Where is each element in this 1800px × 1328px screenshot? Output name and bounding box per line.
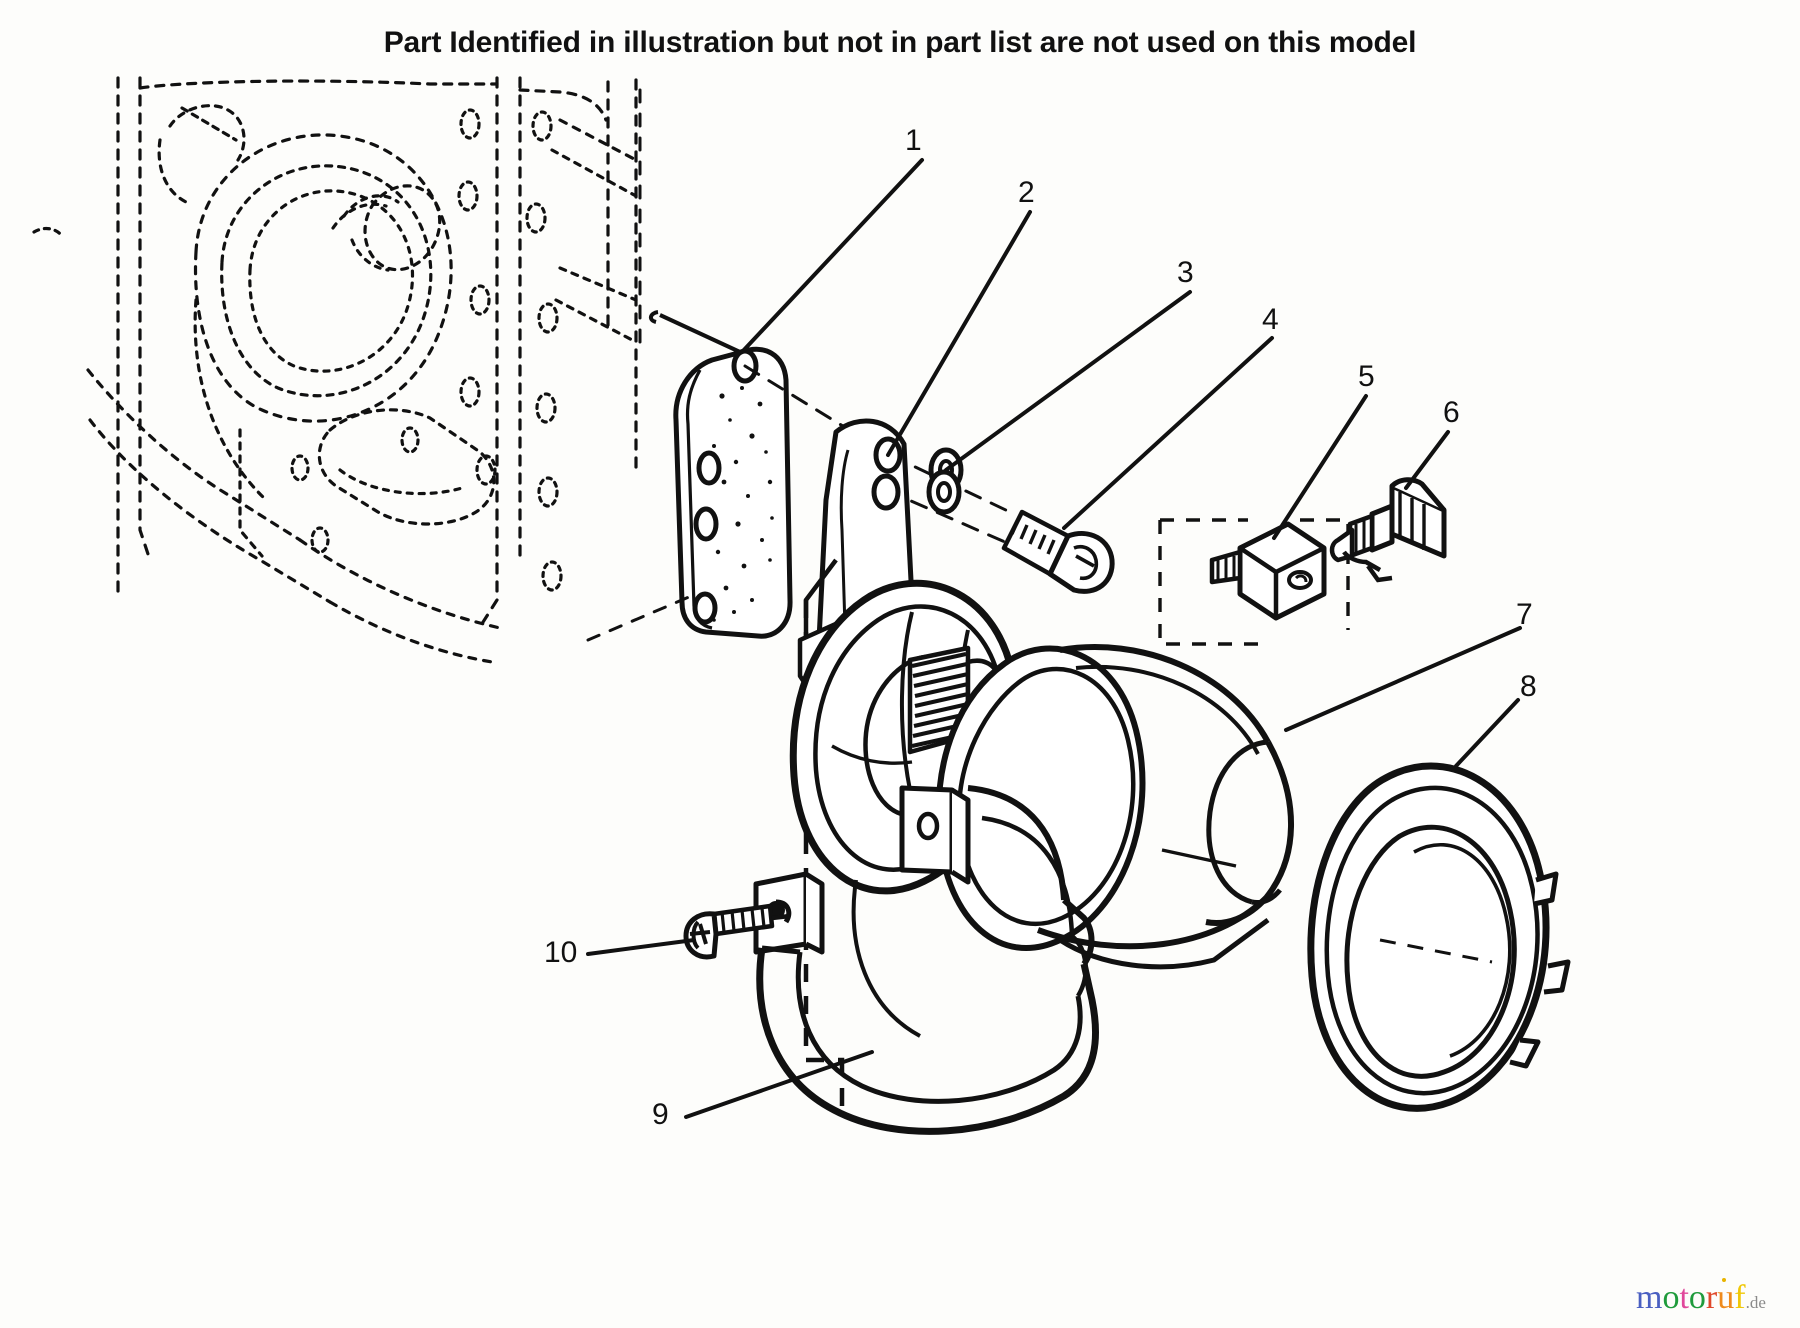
leader-5 — [1272, 394, 1368, 540]
leader-7 — [1284, 626, 1522, 732]
part-end-cap-ring — [1307, 762, 1571, 1112]
callout-label-3: 3 — [1177, 256, 1194, 289]
callout-label-4: 4 — [1262, 303, 1279, 336]
part-terminal-block — [1158, 518, 1350, 646]
callout-label-9: 9 — [652, 1098, 669, 1131]
part-lock-washer — [926, 447, 964, 515]
watermark-suffix: .de — [1745, 1293, 1766, 1312]
watermark-letter-t: t — [1679, 1279, 1689, 1316]
callout-label-2: 2 — [1018, 176, 1035, 209]
watermark-letter-o1: o — [1662, 1279, 1680, 1316]
leader-6 — [1404, 430, 1450, 490]
part-strap-screw — [683, 903, 791, 960]
leader-10 — [586, 938, 696, 956]
leader-2 — [886, 210, 1032, 457]
leader-9 — [684, 1050, 874, 1119]
callout-label-6: 6 — [1443, 396, 1460, 429]
watermark-dot-icon — [1721, 1278, 1726, 1282]
part-hex-head-bolt — [1001, 509, 1115, 594]
part-starter-switch — [1329, 477, 1447, 583]
callout-label-5: 5 — [1358, 360, 1375, 393]
leader-1 — [740, 158, 924, 354]
part-mounting-bracket-plate — [649, 310, 793, 639]
motoruf-watermark: motoruf.de — [1636, 1278, 1766, 1316]
watermark-letter-r: r — [1705, 1279, 1718, 1316]
callout-leader-lines — [586, 158, 1522, 1119]
watermark-letter-u: u — [1717, 1279, 1735, 1316]
part-mounting-strap — [753, 785, 1100, 1135]
watermark-letter-f: f — [1734, 1279, 1746, 1316]
callout-label-1: 1 — [905, 124, 922, 157]
engine-block-phantom-outline — [32, 76, 638, 664]
leader-8 — [1454, 698, 1520, 768]
watermark-letter-o2: o — [1688, 1279, 1706, 1316]
leader-3 — [944, 290, 1192, 472]
callout-label-10: 10 — [544, 936, 578, 969]
assembly-centerlines — [586, 88, 1048, 642]
part-armature-field-housing — [935, 644, 1294, 970]
callout-label-7: 7 — [1516, 598, 1533, 631]
watermark-letter-m: m — [1636, 1279, 1663, 1316]
leader-4 — [1062, 336, 1274, 530]
callout-label-8: 8 — [1520, 670, 1537, 703]
page-title: Part Identified in illustration but not … — [383, 26, 1417, 59]
